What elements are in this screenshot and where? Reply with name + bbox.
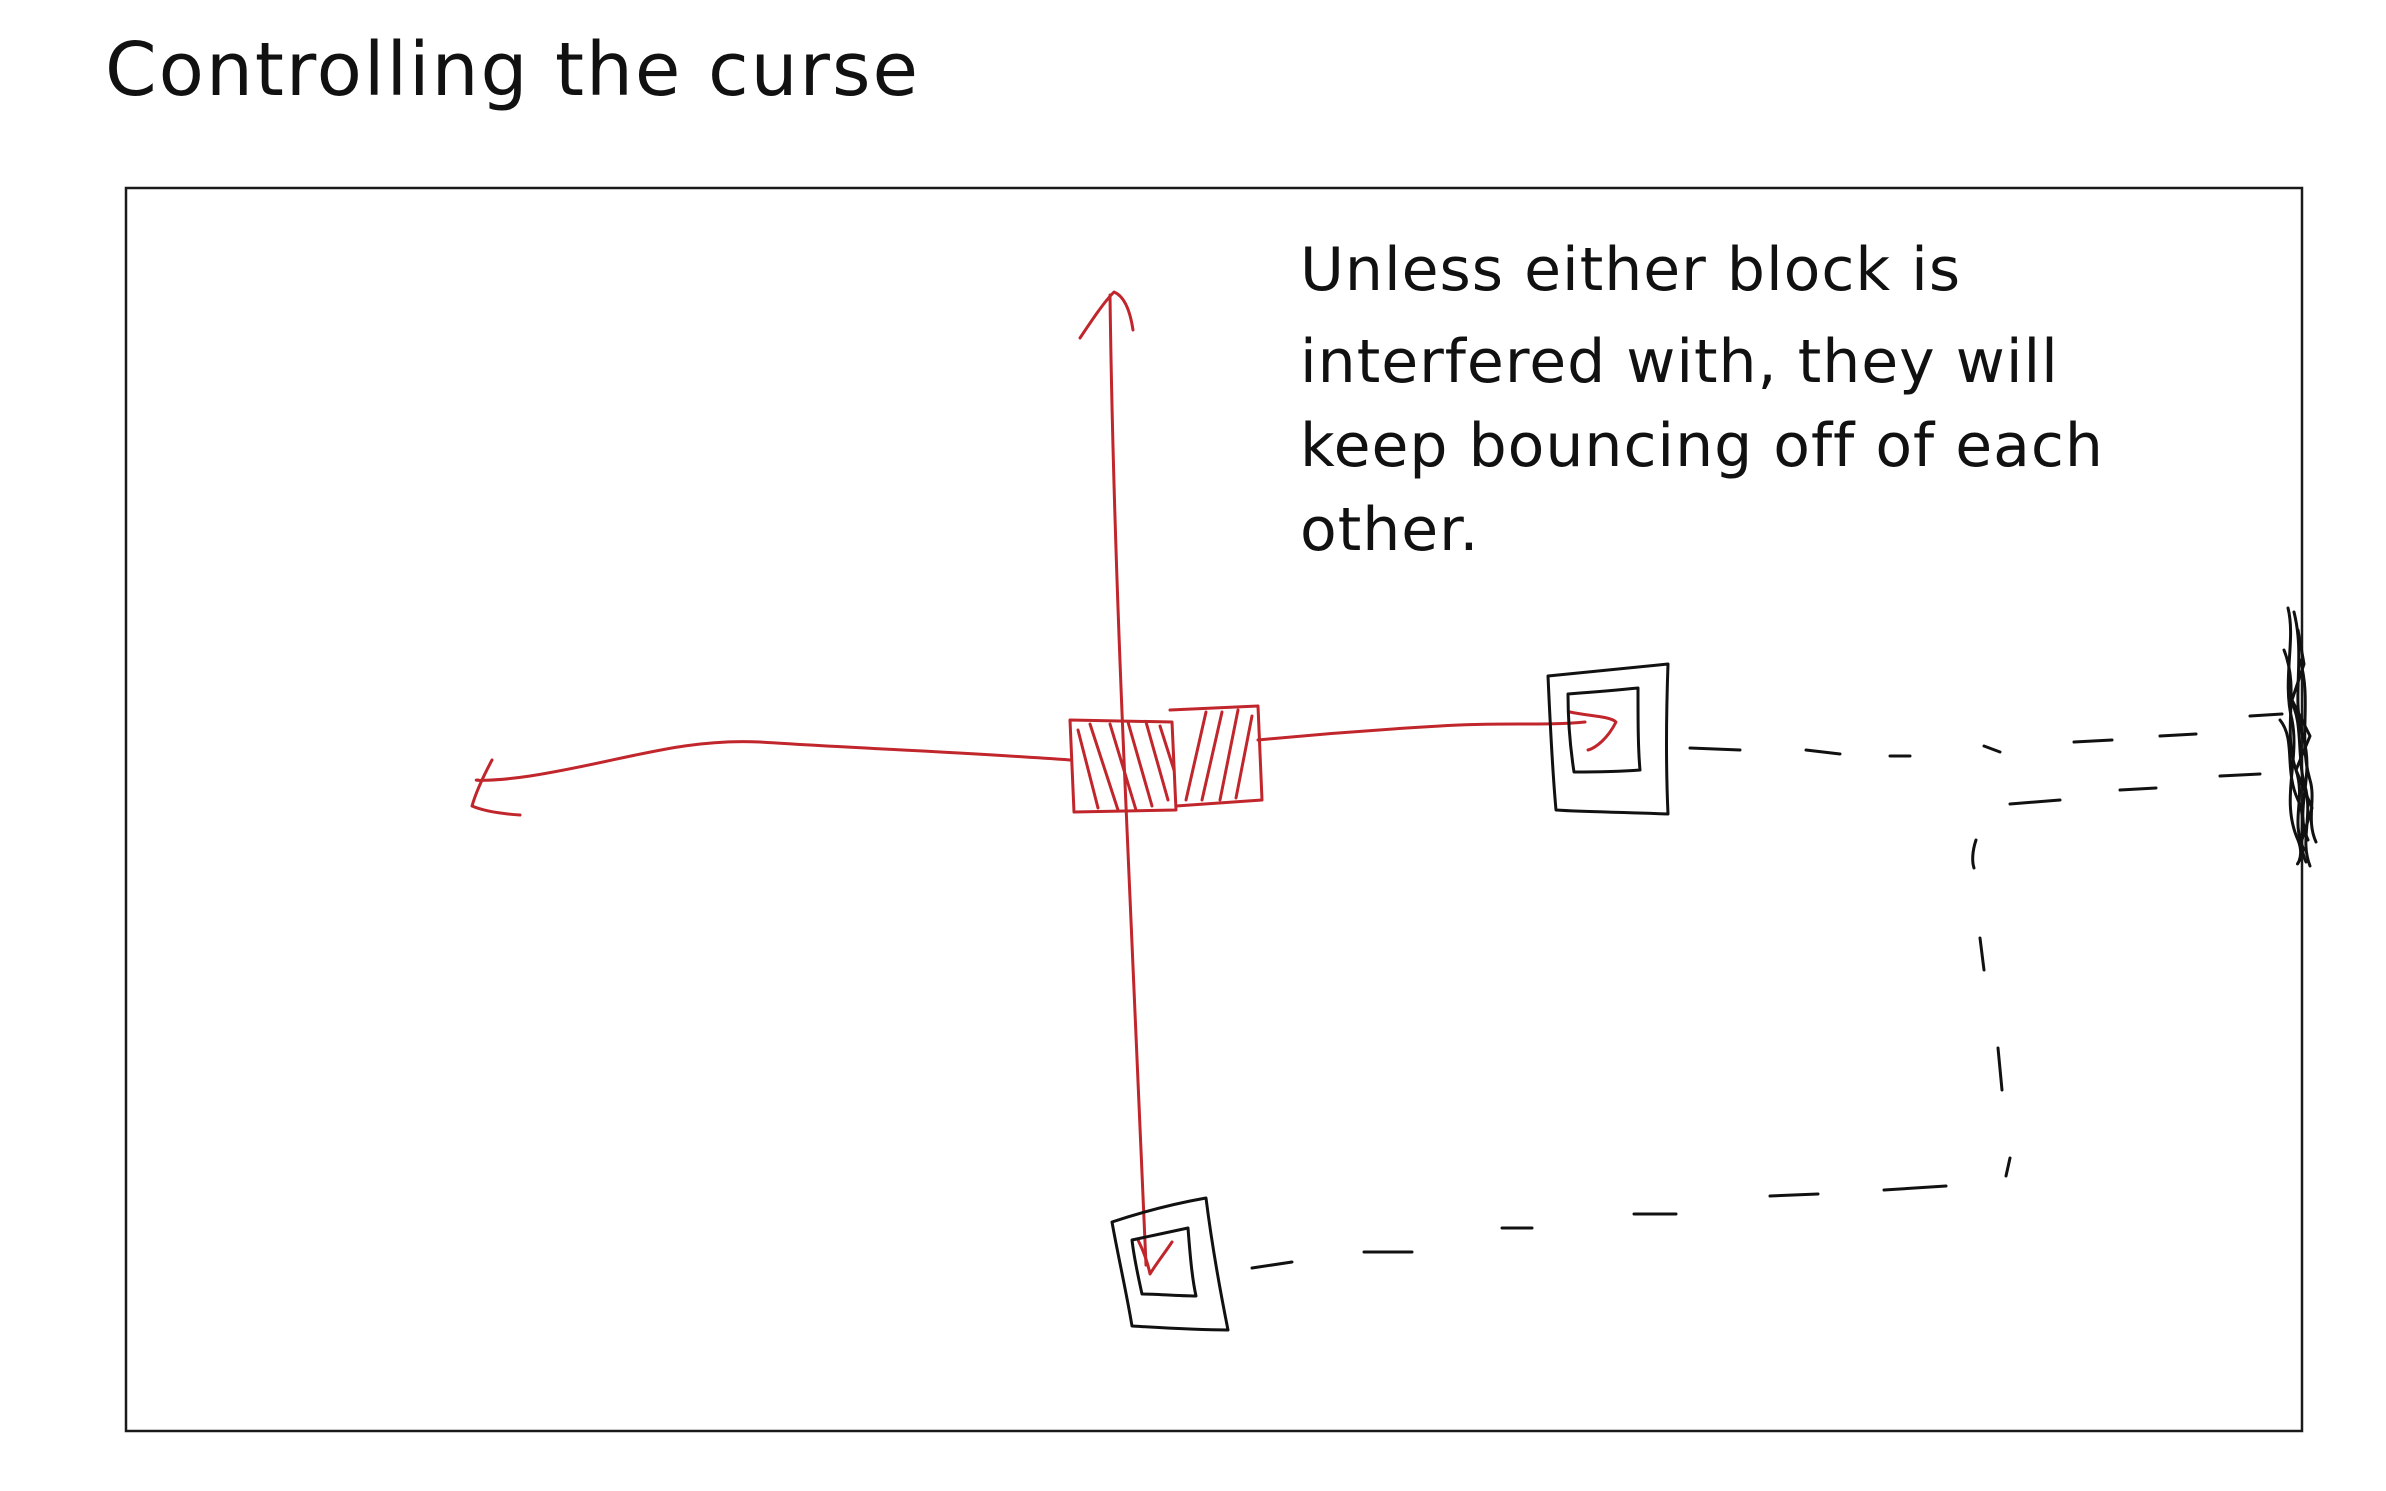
right-arrowhead-icon — [1568, 710, 1618, 752]
hatched-center-blocks — [1068, 704, 1264, 814]
scribble-mark — [2278, 606, 2318, 868]
upper-block — [1546, 662, 1670, 816]
up-arrowhead-icon — [1078, 290, 1135, 340]
down-arrowhead-icon — [1136, 1238, 1174, 1276]
annotation-note: Unless either block is interfered with, … — [1300, 235, 2104, 565]
note-line-3: keep bouncing off of each — [1300, 411, 2104, 481]
lower-block-outer — [1110, 1196, 1230, 1332]
lower-block — [1110, 1196, 1230, 1332]
diagram-title: Controlling the curse — [105, 27, 920, 113]
red-cross-arrows — [470, 290, 1618, 1276]
lower-block-inner — [1130, 1226, 1198, 1298]
vertical-arrow-line — [1108, 293, 1148, 1267]
right-arrow-line — [1256, 720, 1587, 742]
left-arrowhead-icon — [470, 758, 522, 817]
upper-block-inner — [1566, 686, 1642, 774]
dashed-bounce-path — [1250, 712, 2284, 1270]
note-line-2: interfered with, they will — [1300, 327, 2059, 397]
note-line-1: Unless either block is — [1300, 235, 1961, 305]
note-line-4: other. — [1300, 495, 1479, 565]
upper-block-outer — [1546, 662, 1670, 816]
left-arrow-line — [474, 740, 1072, 782]
